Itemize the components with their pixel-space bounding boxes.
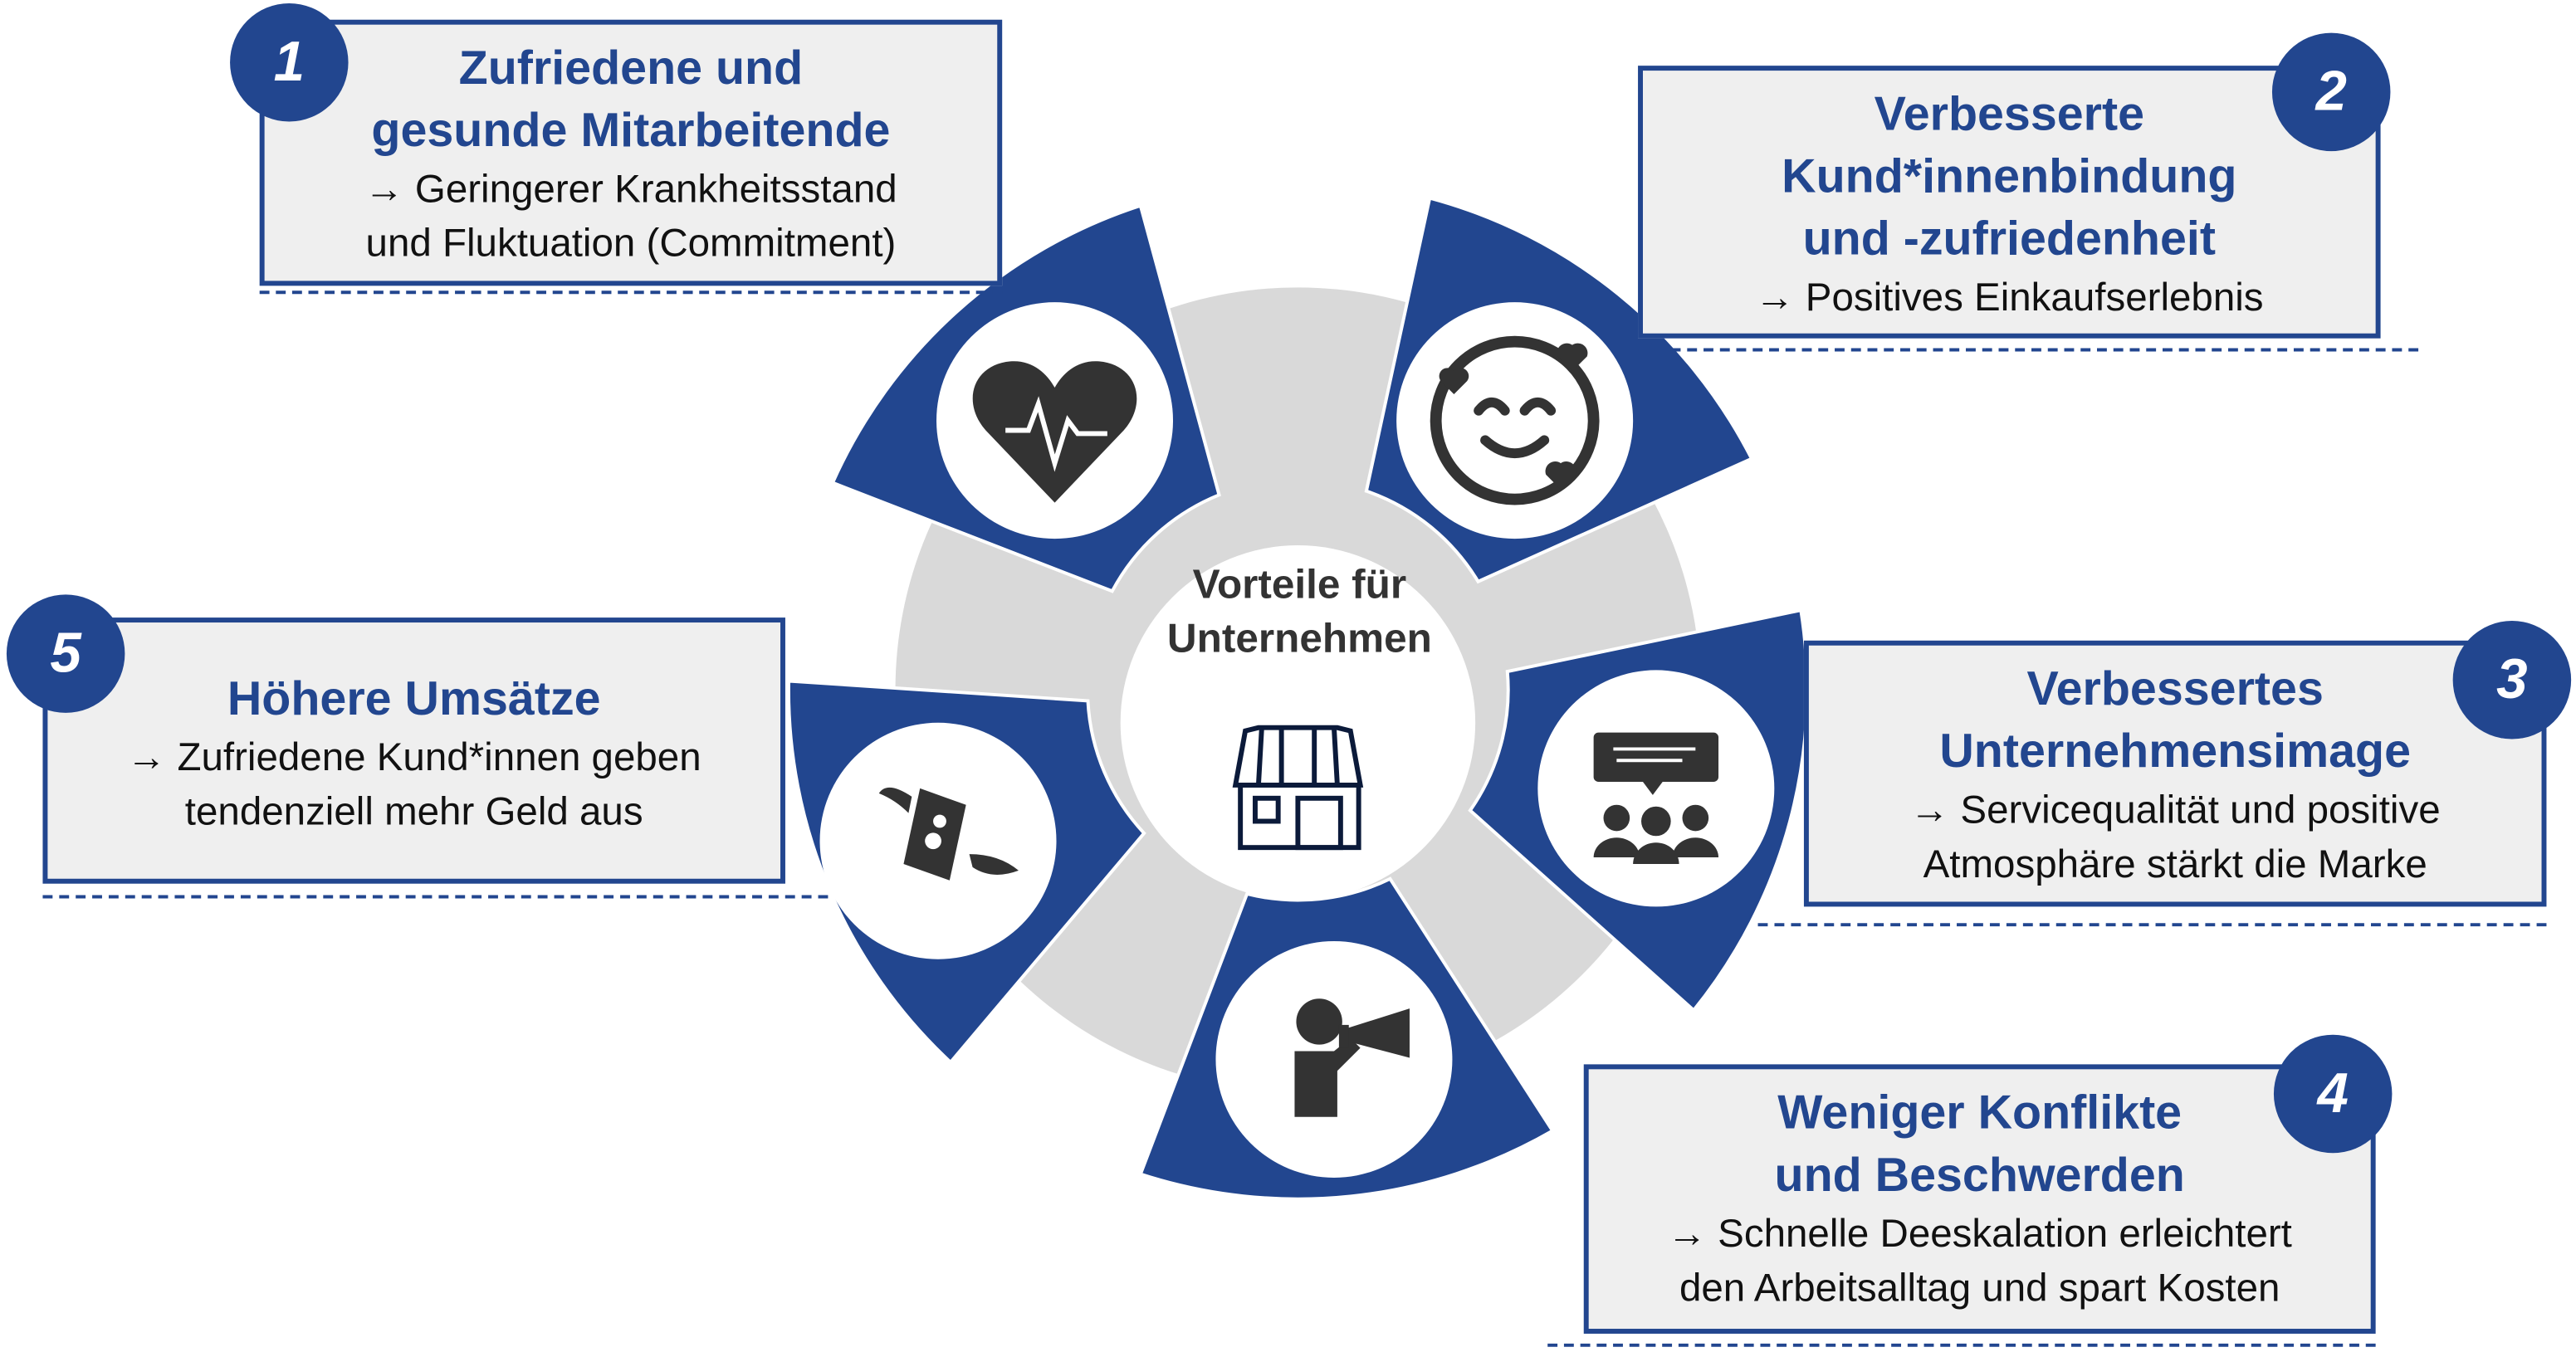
- number-badge-5: 5: [6, 594, 125, 713]
- benefit-text: → Geringerer Krankheitsstand: [364, 167, 897, 212]
- benefit-card-4: Weniger Konflikte und Beschwerden → Schn…: [1583, 1064, 2376, 1334]
- divider: [1638, 348, 2419, 352]
- benefit-text: → Zufriedene Kund*innen geben: [126, 735, 701, 781]
- divider: [1757, 923, 2547, 927]
- benefit-text: Atmosphäre stärkt die Marke: [1923, 842, 2427, 887]
- benefit-title: gesunde Mitarbeitende: [371, 105, 891, 158]
- center-title-line1: Vorteile für: [1192, 561, 1407, 608]
- benefit-text: den Arbeitsalltag und spart Kosten: [1679, 1266, 2280, 1311]
- flying-money-icon: [878, 787, 1019, 881]
- benefit-title: Weniger Konflikte: [1777, 1087, 2183, 1140]
- benefit-text: → Servicequalität und positive: [1909, 788, 2441, 833]
- benefit-title: Zufriedene und: [458, 42, 804, 95]
- heartbeat-icon: [972, 361, 1137, 503]
- benefit-title: Verbessertes: [2026, 663, 2324, 716]
- benefit-title: Verbesserte: [1874, 88, 2145, 142]
- benefit-text: → Positives Einkaufserlebnis: [1755, 276, 2264, 320]
- benefit-text: und Fluktuation (Commitment): [365, 222, 897, 266]
- benefit-title: Unternehmensimage: [1939, 725, 2412, 779]
- benefit-title: Kund*innenbindung: [1782, 151, 2237, 204]
- benefit-card-3: Verbessertes Unternehmensimage → Service…: [1803, 640, 2547, 907]
- divider: [259, 290, 1003, 295]
- audience-speech-icon: [1593, 732, 1719, 864]
- divider: [42, 895, 829, 899]
- benefit-card-2: Verbesserte Kund*innenbindung und -zufri…: [1638, 66, 2381, 339]
- center-title: Vorteile für Unternehmen: [1127, 559, 1473, 667]
- benefit-card-1: Zufriedene und gesunde Mitarbeitende → G…: [259, 19, 1003, 286]
- benefit-card-5: Höhere Umsätze → Zufriedene Kund*innen g…: [42, 617, 785, 884]
- megaphone-person-icon: [1294, 998, 1410, 1117]
- divider: [1547, 1343, 2376, 1347]
- number-badge-3: 3: [2452, 621, 2572, 739]
- center-title-line2: Unternehmen: [1166, 616, 1432, 662]
- number-badge-4: 4: [2273, 1034, 2393, 1154]
- storefront-icon: [1232, 725, 1364, 851]
- center-circle: [1120, 545, 1476, 901]
- number-badge-1: 1: [230, 2, 349, 122]
- benefit-title: und Beschwerden: [1774, 1149, 2185, 1203]
- number-badge-2: 2: [2271, 32, 2391, 152]
- benefit-text: → Schnelle Deeskalation erleichtert: [1667, 1212, 2292, 1257]
- benefit-text: tendenziell mehr Geld aus: [184, 789, 643, 835]
- benefit-title: und -zufriedenheit: [1802, 213, 2216, 266]
- benefit-title: Höhere Umsätze: [227, 673, 601, 726]
- smiley-hearts-icon: [1430, 335, 1600, 505]
